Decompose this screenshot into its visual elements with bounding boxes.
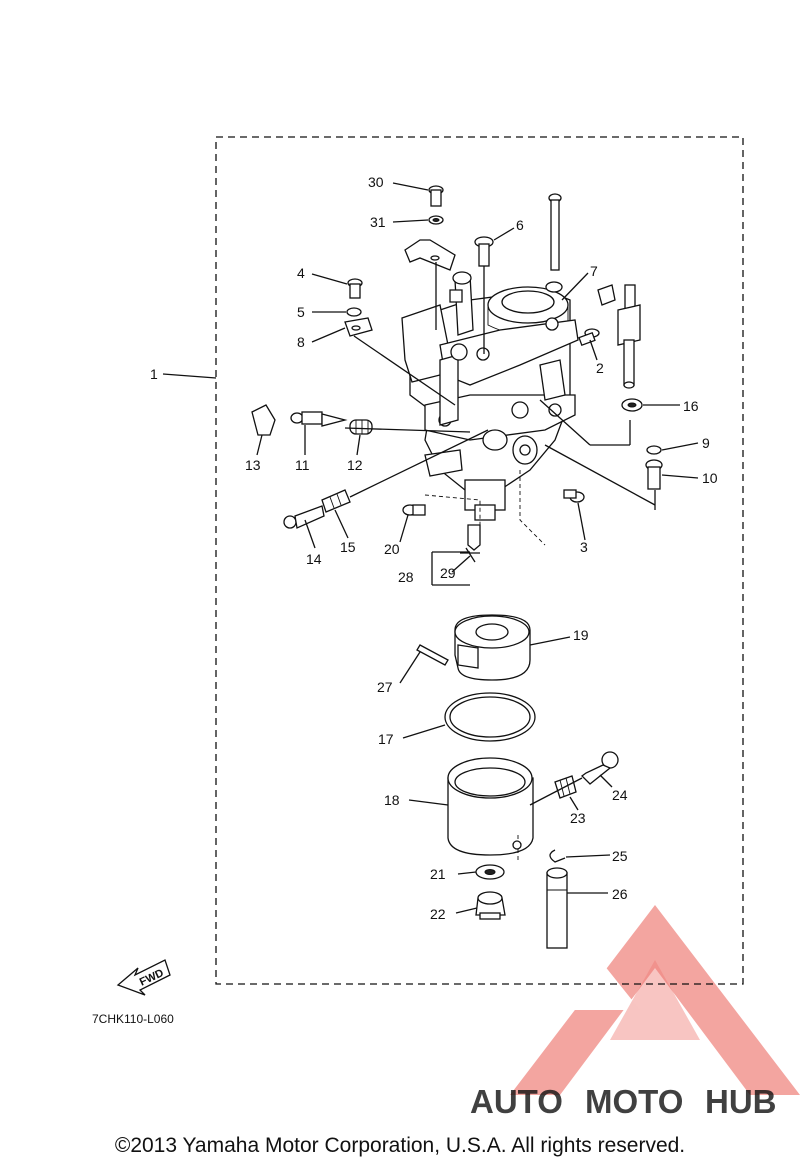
throttle-shaft bbox=[597, 284, 641, 389]
part-16-washer bbox=[621, 398, 643, 412]
part-31-washer bbox=[428, 215, 444, 225]
watermark-brand-part2: MOTO bbox=[585, 1083, 683, 1120]
part-26-tube bbox=[546, 867, 568, 949]
part-21-washer bbox=[475, 864, 505, 880]
label-part-14: 14 bbox=[306, 551, 322, 567]
part-15-spring bbox=[321, 489, 351, 513]
label-part-4: 4 bbox=[297, 265, 305, 281]
label-part-10: 10 bbox=[702, 470, 718, 486]
part-13-cap bbox=[251, 404, 276, 436]
leader-lines bbox=[162, 182, 699, 914]
part-6-screw bbox=[474, 236, 494, 267]
label-part-25: 25 bbox=[612, 848, 628, 864]
label-part-21: 21 bbox=[430, 866, 446, 882]
part-8-plate bbox=[344, 317, 373, 337]
label-part-6: 6 bbox=[516, 217, 524, 233]
label-part-27: 27 bbox=[377, 679, 393, 695]
diagram-code: 7CHK110-L060 bbox=[92, 1012, 174, 1026]
fwd-label: FWD bbox=[138, 967, 166, 988]
part-28-needle-jet bbox=[467, 524, 481, 551]
part-18-float-bowl bbox=[447, 757, 534, 856]
fwd-arrow-icon: FWD bbox=[116, 959, 171, 996]
part-3-screw bbox=[563, 489, 585, 503]
part-20-jet bbox=[402, 504, 426, 516]
label-part-11: 11 bbox=[295, 457, 310, 473]
label-part-8: 8 bbox=[297, 334, 305, 350]
label-part-15: 15 bbox=[340, 539, 356, 555]
bracket bbox=[404, 239, 456, 271]
label-part-29: 29 bbox=[440, 565, 456, 581]
part-4-screw bbox=[347, 278, 363, 299]
watermark-text: AUTO MOTO HUB bbox=[470, 1083, 777, 1120]
part-17-gasket bbox=[444, 692, 536, 742]
label-part-30: 30 bbox=[368, 174, 384, 190]
watermark-logo bbox=[510, 905, 800, 1095]
part-12-spring bbox=[349, 419, 373, 435]
label-part-2: 2 bbox=[596, 360, 604, 376]
part-5-washer bbox=[346, 307, 362, 317]
part-labels: 1 2 3 4 5 6 7 8 9 10 11 12 13 14 15 16 1… bbox=[150, 174, 718, 922]
part-11-pilot-screw bbox=[290, 411, 348, 427]
label-part-31: 31 bbox=[370, 214, 386, 230]
part-7-long-screw bbox=[545, 193, 563, 293]
label-part-16: 16 bbox=[683, 398, 699, 414]
label-part-17: 17 bbox=[378, 731, 394, 747]
part-22-plug bbox=[475, 891, 506, 920]
part-27-pin bbox=[416, 644, 449, 666]
label-part-7: 7 bbox=[590, 263, 598, 279]
part-2-screw bbox=[578, 328, 600, 346]
part-9-oring bbox=[646, 445, 662, 455]
part-25-clip bbox=[512, 840, 566, 863]
label-part-26: 26 bbox=[612, 886, 628, 902]
label-part-20: 20 bbox=[384, 541, 400, 557]
assembly-frame bbox=[215, 136, 744, 985]
copyright-notice: ©2013 Yamaha Motor Corporation, U.S.A. A… bbox=[115, 1134, 685, 1157]
part-10-screw bbox=[645, 459, 663, 490]
label-part-13: 13 bbox=[245, 457, 261, 473]
label-part-18: 18 bbox=[384, 792, 400, 808]
label-part-23: 23 bbox=[570, 810, 586, 826]
part-19-float bbox=[454, 614, 531, 681]
watermark-brand-part3: HUB bbox=[705, 1083, 777, 1120]
label-part-9: 9 bbox=[702, 435, 710, 451]
carburetor-body bbox=[401, 271, 579, 521]
label-part-28: 28 bbox=[398, 569, 414, 585]
part-30-screw bbox=[428, 185, 444, 207]
part-14-screw bbox=[283, 505, 325, 529]
label-part-24: 24 bbox=[612, 787, 628, 803]
label-part-12: 12 bbox=[347, 457, 363, 473]
label-part-22: 22 bbox=[430, 906, 446, 922]
label-part-1: 1 bbox=[150, 366, 158, 382]
label-part-5: 5 bbox=[297, 304, 305, 320]
label-part-19: 19 bbox=[573, 627, 589, 643]
label-part-3: 3 bbox=[580, 539, 588, 555]
part-24-screw bbox=[581, 751, 619, 785]
watermark-brand-part1: AUTO bbox=[470, 1083, 563, 1120]
